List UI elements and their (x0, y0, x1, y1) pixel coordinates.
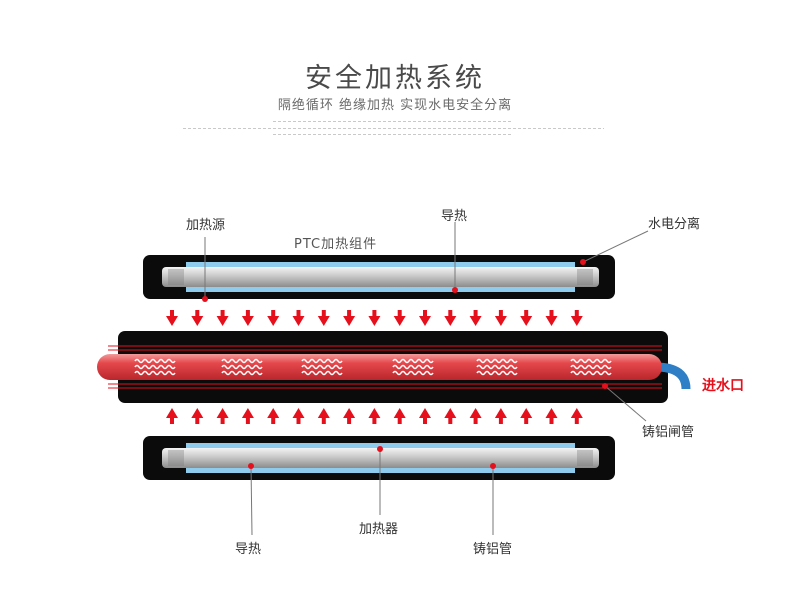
label-heat-conduction-bottom: 导热 (235, 542, 262, 557)
top-heating-rod (162, 267, 599, 287)
label-water-electric-separation: 水电分离 (648, 217, 701, 232)
label-heat-conduction-top: 导热 (441, 209, 468, 224)
arrow-down-icon (368, 310, 381, 326)
water-pipe (97, 354, 662, 380)
arrow-down-icon (343, 310, 356, 326)
decorative-line (273, 134, 513, 135)
arrow-up-icon (444, 408, 457, 424)
page-title: 安全加热系统 (305, 63, 485, 94)
arrow-up-icon (393, 408, 406, 424)
arrow-up-icon (494, 408, 507, 424)
label-cast-aluminum-tube: 铸铝管 (473, 542, 513, 557)
arrow-up-icon (241, 408, 254, 424)
arrow-up-icon (343, 408, 356, 424)
arrow-up-icon (191, 408, 204, 424)
arrow-up-icon (292, 408, 305, 424)
ptc-assembly-bottom (143, 436, 615, 480)
cast-aluminum-gate-tube (97, 331, 691, 403)
heat-arrows-up (166, 408, 583, 424)
red-guide-lines (108, 345, 662, 389)
arrow-up-icon (216, 408, 229, 424)
arrow-down-icon (191, 310, 204, 326)
arrow-down-icon (545, 310, 558, 326)
arrow-up-icon (469, 408, 482, 424)
water-wave-marks (134, 358, 612, 376)
leader-dots (202, 259, 608, 469)
arrow-down-icon (419, 310, 431, 326)
arrow-down-icon (494, 310, 507, 326)
arrow-up-icon (317, 408, 330, 424)
arrow-down-icon (241, 310, 254, 326)
label-heat-source: 加热源 (186, 218, 226, 233)
label-cast-aluminum-gate-tube: 铸铝闸管 (642, 425, 695, 440)
arrow-down-icon (393, 310, 406, 326)
decorative-line (183, 128, 604, 129)
ptc-assembly-top (143, 255, 615, 299)
arrow-up-icon (520, 408, 533, 424)
arrow-up-icon (419, 408, 431, 424)
leader-lines (204, 222, 649, 536)
arrow-up-icon (267, 408, 280, 424)
arrow-down-icon (166, 310, 178, 326)
decorative-line (273, 121, 513, 122)
arrow-down-icon (444, 310, 457, 326)
arrow-down-icon (317, 310, 330, 326)
arrow-up-icon (570, 408, 583, 424)
label-ptc-assembly: PTC加热组件 (294, 237, 378, 252)
heat-arrows-down (166, 310, 583, 326)
arrow-up-icon (166, 408, 178, 424)
arrow-up-icon (545, 408, 558, 424)
arrow-up-icon (368, 408, 381, 424)
arrow-down-icon (216, 310, 229, 326)
arrow-down-icon (520, 310, 533, 326)
page-subtitle: 隔绝循环 绝缘加热 实现水电安全分离 (277, 98, 513, 113)
label-water-inlet: 进水口 (702, 378, 744, 394)
arrow-down-icon (469, 310, 482, 326)
arrow-down-icon (292, 310, 305, 326)
arrow-down-icon (267, 310, 280, 326)
arrow-down-icon (570, 310, 583, 326)
label-heater: 加热器 (359, 522, 399, 537)
